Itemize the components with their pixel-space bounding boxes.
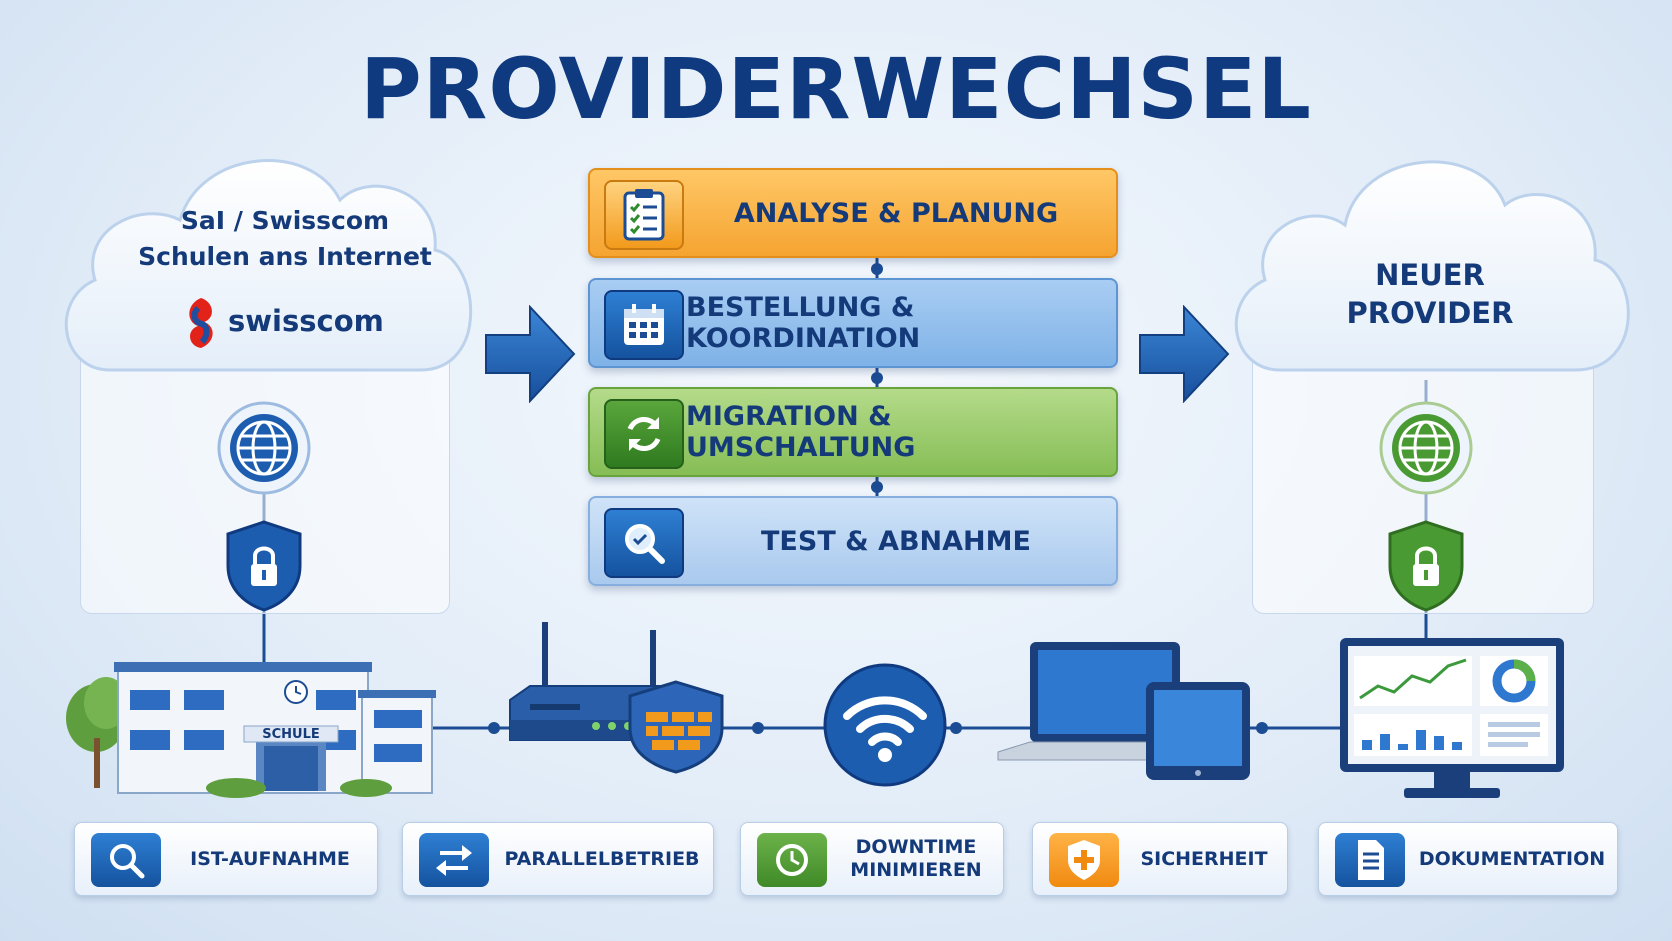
network-dot [950, 722, 962, 734]
shield-plus-icon [1049, 833, 1119, 887]
step-migration-umschaltung: MIGRATION & UMSCHALTUNG [588, 387, 1118, 477]
swisscom-logo-text: swisscom [228, 304, 384, 338]
feature-label-line1: DOWNTIME [855, 836, 977, 858]
feature-label: DOWNTIME MINIMIEREN [837, 823, 995, 895]
step-bestellung-koordination: BESTELLUNG & KOORDINATION [588, 278, 1118, 368]
right-cloud [1234, 160, 1630, 372]
router-firewall-icon [509, 622, 724, 774]
swisscom-logo-icon [189, 298, 213, 348]
clock-icon [757, 833, 827, 887]
feature-label: IST-AUFNAHME [190, 847, 350, 870]
magnifier-icon [604, 508, 684, 578]
right-cloud-line1: NEUER [1375, 258, 1485, 292]
page-title: PROVIDERWECHSEL [360, 40, 1312, 138]
network-dot [1256, 722, 1268, 734]
network-dot [752, 722, 764, 734]
network-dot [488, 722, 500, 734]
swap-arrows-icon [419, 833, 489, 887]
step-connector-dot [871, 481, 883, 493]
feature-label-line2: MINIMIEREN [850, 859, 982, 881]
feature-label: PARALLELBETRIEB [504, 847, 700, 870]
globe-icon [1379, 401, 1473, 495]
document-icon [1335, 833, 1405, 887]
feature-label: DOKUMENTATION [1418, 847, 1606, 870]
step-label: TEST & ABNAHME [761, 525, 1031, 557]
step-label: BESTELLUNG & KOORDINATION [686, 292, 921, 354]
lock-shield-icon [1388, 520, 1464, 612]
globe-icon [217, 401, 311, 495]
clipboard-icon [604, 180, 684, 250]
step-label: MIGRATION & UMSCHALTUNG [686, 401, 916, 463]
school-sign: SCHULE [262, 727, 320, 742]
left-cloud-line1: Sa⁠I / Swisscom [180, 206, 390, 235]
right-cloud-line2: PROVIDER [1346, 296, 1514, 330]
wifi-icon [823, 663, 947, 787]
refresh-icon [604, 399, 684, 469]
search-icon [91, 833, 161, 887]
lock-shield-icon [226, 520, 302, 612]
feature-label: SICHERHEIT [1140, 847, 1268, 870]
left-cloud-line2: Schulen ans Internet [138, 242, 432, 271]
left-cloud [64, 159, 473, 372]
step-test-abnahme: TEST & ABNAHME [588, 496, 1118, 586]
arrow-right-icon [1139, 305, 1230, 403]
step-label: ANALYSE & PLANUNG [733, 197, 1059, 229]
step-analyse-planung: ANALYSE & PLANUNG [588, 168, 1118, 258]
feature-dokumentation: DOKUMENTATION [1318, 822, 1618, 896]
feature-sicherheit: SICHERHEIT [1032, 822, 1288, 896]
calendar-icon [604, 290, 684, 360]
school-building [66, 662, 436, 798]
laptop-tablet-icon [997, 642, 1250, 780]
step-connector-dot [871, 263, 883, 275]
arrow-right-icon [485, 305, 576, 403]
feature-ist-aufnahme: IST-AUFNAHME [74, 822, 378, 896]
step-connector-dot [871, 372, 883, 384]
feature-parallelbetrieb: PARALLELBETRIEB [402, 822, 714, 896]
feature-downtime-minimieren: DOWNTIME MINIMIEREN [740, 822, 1004, 896]
monitor-dashboard-icon [1340, 638, 1564, 798]
